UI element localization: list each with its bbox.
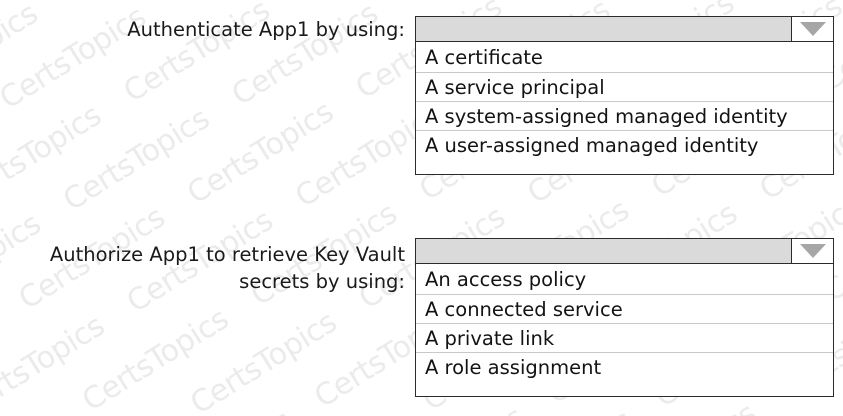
- dropdown-1-option-0[interactable]: A certificate: [416, 42, 833, 73]
- dropdown-2-option-0[interactable]: An access policy: [416, 264, 833, 295]
- dropdown-1-toggle-button[interactable]: [791, 16, 834, 42]
- dropdown-1-option-1[interactable]: A service principal: [416, 73, 833, 102]
- chevron-down-icon: [799, 22, 826, 36]
- question-label-1: Authenticate App1 by using:: [127, 18, 405, 41]
- dropdown-2-selected-value[interactable]: [415, 238, 791, 264]
- dropdown-1[interactable]: A certificate A service principal A syst…: [415, 16, 834, 175]
- dropdown-1-option-3[interactable]: A user-assigned managed identity: [425, 134, 759, 157]
- dropdown-2-option-1[interactable]: A connected service: [416, 295, 833, 324]
- dropdown-2[interactable]: An access policy A connected service A p…: [415, 238, 834, 397]
- dropdown-1-selected-value[interactable]: [415, 16, 791, 42]
- dropdown-2-header[interactable]: [415, 238, 834, 264]
- dropdown-2-option-2[interactable]: A private link: [416, 324, 833, 353]
- dropdown-2-list-padding: [416, 382, 833, 396]
- dropdown-1-option-2[interactable]: A system-assigned managed identity: [416, 102, 833, 131]
- dropdown-2-toggle-button[interactable]: [791, 238, 834, 264]
- question-label-2: Authorize App1 to retrieve Key Vault sec…: [49, 243, 405, 293]
- dropdown-2-option-3[interactable]: A role assignment: [425, 356, 602, 379]
- chevron-down-icon: [799, 244, 826, 258]
- question-row-2: Authorize App1 to retrieve Key Vault sec…: [0, 236, 843, 416]
- dropdown-1-header[interactable]: [415, 16, 834, 42]
- dropdown-2-option-list[interactable]: An access policy A connected service A p…: [415, 264, 834, 397]
- dropdown-1-list-padding: [416, 160, 833, 174]
- question-row-1: Authenticate App1 by using: A certificat…: [0, 0, 843, 200]
- dropdown-1-option-list[interactable]: A certificate A service principal A syst…: [415, 42, 834, 175]
